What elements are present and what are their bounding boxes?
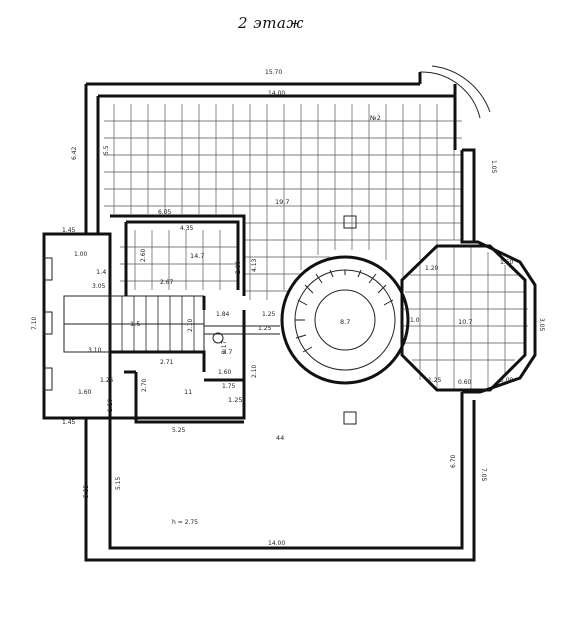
- dim-oct-bottom-inner: 0.60: [458, 379, 472, 386]
- column-marker-lower: [343, 411, 357, 425]
- dim-bath-c: 2.17: [221, 340, 228, 354]
- dim-top-outer: 15.70: [265, 69, 282, 76]
- dim-room-top: 6.05: [158, 209, 172, 216]
- dim-oct-bottom: 3.00: [500, 377, 514, 384]
- room-label-room-b: 2.7: [222, 348, 232, 356]
- dim-left-upper-inner: 5.5: [103, 145, 110, 155]
- dim-stair-left-top: 1.45: [62, 227, 76, 234]
- room-label-octagon: 10.7: [458, 318, 472, 326]
- dim-right-lower: 7.05: [480, 468, 487, 482]
- dim-lower-room-c: 1.25: [100, 377, 114, 384]
- dim-lower-room-b: 1.10: [107, 398, 114, 412]
- room-label-stair-num: 1.5: [130, 320, 140, 328]
- dim-oct-side-upper: 1.20: [425, 265, 439, 272]
- dim-stair-left-mid: 7.10: [31, 316, 38, 330]
- dim-passage-b: 1.25: [262, 311, 276, 318]
- small-rooms-wall: [110, 350, 244, 424]
- room-label-room-c: 11: [184, 388, 192, 396]
- dim-left-lower: 5.35: [83, 484, 90, 498]
- dim-room-height-b: 2.60: [140, 248, 147, 262]
- corner-arc: [419, 71, 481, 119]
- plan-title: 2 этаж: [238, 14, 304, 32]
- dim-oct-side-lower: 1.25: [428, 377, 442, 384]
- toilet-symbol: [212, 332, 224, 344]
- dim-lower-room-a: 2.70: [141, 378, 148, 392]
- straight-staircase: [63, 295, 205, 353]
- passage-lines: [204, 325, 280, 335]
- room-label-lower-hall: 44: [276, 434, 284, 442]
- room-label-small-a: 1.4: [96, 268, 106, 276]
- dim-bath-a: 2.71: [160, 359, 174, 366]
- dim-bath-e: 1.75: [222, 383, 236, 390]
- room-label-small-b: 1.25: [228, 396, 242, 404]
- dim-lower-room-bottom: 5.25: [172, 427, 186, 434]
- room-label-room-a: 14.7: [190, 252, 204, 260]
- floor-height-note: h = 2.75: [172, 519, 198, 526]
- octagon-bay-wall: [400, 244, 527, 392]
- window-left-3: [43, 367, 53, 391]
- corner-label: №2: [369, 114, 381, 122]
- inner-room-wall: [110, 214, 246, 420]
- window-left-2: [43, 311, 53, 335]
- dim-passage-b2: 1.25: [258, 325, 272, 332]
- dim-left-lower-inner: 5.15: [115, 476, 122, 490]
- dim-oct-inner: 1.0: [410, 317, 420, 324]
- dim-room-height-c: 4.13: [251, 258, 258, 272]
- dim-room-side: 2.67: [160, 279, 174, 286]
- room-label-spiral: 8.7: [340, 318, 350, 326]
- corner-arc-outer: [431, 65, 491, 113]
- dim-top-inner: 14.00: [268, 90, 285, 97]
- dim-left-upper: 6.42: [71, 146, 78, 160]
- dim-oct-top: 1.50: [500, 259, 514, 266]
- upper-right-corner: [418, 72, 476, 242]
- dim-bath-b: 1.60: [218, 369, 232, 376]
- dim-bath-d: 2.10: [251, 364, 258, 378]
- dim-room-inner-top: 4.35: [180, 225, 194, 232]
- spiral-staircase: [280, 255, 410, 385]
- dim-room-small-a: 1.00: [74, 251, 88, 258]
- dim-right-lower-inner: 6.70: [450, 454, 457, 468]
- dim-right-octagon: 3.05: [538, 318, 545, 332]
- dim-passage-a: 1.84: [216, 311, 230, 318]
- dim-stair-left-bottom: 1.45: [62, 419, 76, 426]
- dim-room-height: 2.80: [235, 260, 242, 274]
- dim-right-upper: 1.05: [490, 160, 497, 174]
- room-label-main-hall: 19.7: [275, 198, 289, 206]
- column-marker-upper: [343, 215, 357, 229]
- floor-tile-grid: [104, 104, 528, 390]
- stair-block-wall: [42, 232, 112, 420]
- dim-stair-left-low: 1.60: [78, 389, 92, 396]
- dim-passage-c: 2.10: [187, 318, 194, 332]
- window-left-1: [43, 257, 53, 281]
- dim-bottom-inner: 14.00: [268, 540, 285, 547]
- dim-stair-a: 3.10: [88, 347, 102, 354]
- dim-room-small-b: 3.05: [92, 283, 106, 290]
